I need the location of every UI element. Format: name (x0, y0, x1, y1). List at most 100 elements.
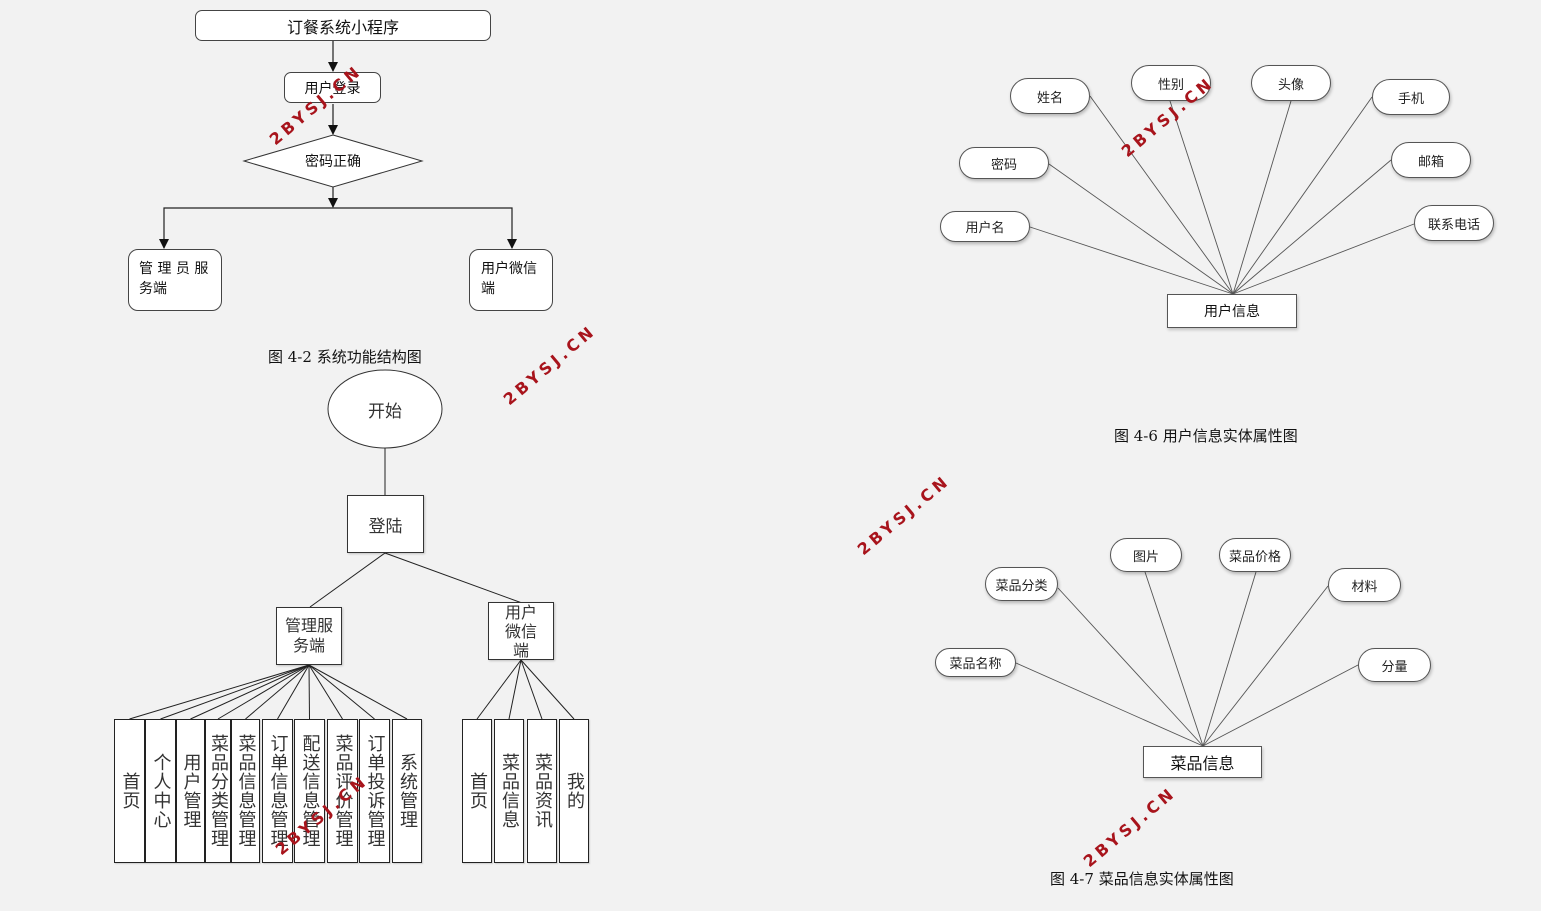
admin-module-label: 菜品分类管理 (208, 734, 229, 848)
user-module-3: 我的 (559, 719, 589, 863)
admin-module-label: 订单投诉管理 (364, 734, 386, 848)
user-er-line-0 (1089, 95, 1234, 295)
dish-er-line-4 (1015, 662, 1204, 747)
user-label-line2: 端 (481, 281, 495, 297)
user-attribute-label: 头像 (1277, 77, 1304, 93)
user-login-node: 用户登录 (284, 72, 381, 103)
dish-entity-node: 菜品信息 (1143, 746, 1262, 778)
admin-node-line2: 务端 (292, 636, 325, 655)
decision-label: 密码正确 (305, 154, 361, 170)
fan-line-admin-8 (308, 664, 375, 720)
fan-line-admin-9 (308, 664, 408, 720)
user-module-1: 菜品信息 (494, 719, 524, 863)
figure-caption-4-6: 图 4-6 用户信息实体属性图 (1114, 427, 1298, 445)
user-attribute-label: 用户名 (965, 221, 1005, 236)
user-entity-lines (1029, 95, 1415, 295)
admin-module-label: 配送信息管理 (299, 734, 321, 848)
user-node: 用户 微信 端 (488, 602, 554, 660)
decision-diamond (242, 134, 424, 188)
user-node-line2: 微信 (504, 621, 537, 641)
fan-line-admin-2 (190, 664, 310, 720)
dish-attribute-4: 菜品名称 (935, 648, 1016, 677)
dish-attribute-2: 菜品分类 (985, 567, 1058, 601)
user-fan-lines (476, 659, 575, 720)
user-attribute-5: 邮箱 (1391, 142, 1471, 178)
mini-program-label: 订餐系统小程序 (286, 17, 399, 37)
fan-line-user-0 (476, 659, 522, 720)
dish-er-line-5 (1202, 664, 1359, 747)
admin-module-label: 系统管理 (397, 753, 418, 829)
fan-line-admin-5 (277, 664, 310, 720)
arrow-to-user (333, 207, 517, 249)
dish-er-line-3 (1202, 585, 1329, 747)
user-er-line-7 (1232, 223, 1415, 295)
line-login-admin (309, 552, 386, 608)
login-node: 登陆 (347, 495, 424, 553)
user-entity-node: 用户信息 (1167, 294, 1297, 328)
user-attribute-6: 用户名 (940, 211, 1030, 242)
user-attribute-label: 密码 (990, 157, 1017, 173)
user-wechat-node: 用户微信 端 (469, 249, 553, 311)
admin-module-label: 菜品信息管理 (235, 734, 257, 848)
dish-attribute-0: 图片 (1110, 538, 1182, 572)
fan-line-user-1 (508, 659, 522, 720)
admin-module-7: 菜品评价管理 (327, 719, 358, 863)
admin-service-node: 管 理 员 服 务端 (128, 249, 222, 311)
figure-caption-4-7: 图 4-7 菜品信息实体属性图 (1050, 870, 1234, 888)
user-node-line1: 用户 (504, 602, 537, 622)
dish-attribute-label: 图片 (1132, 549, 1159, 565)
figure-caption-4-2: 图 4-2 系统功能结构图 (268, 348, 422, 366)
admin-label-line2: 务端 (139, 281, 167, 297)
admin-module-label: 首页 (119, 772, 141, 810)
login-label: 登陆 (368, 516, 403, 537)
admin-module-label: 用户管理 (180, 753, 202, 829)
user-node-line3: 端 (512, 640, 529, 660)
dish-attribute-label: 菜品分类 (995, 578, 1048, 594)
dish-attribute-label: 菜品名称 (949, 657, 1002, 672)
fan-line-admin-0 (129, 664, 310, 720)
admin-fan-lines (129, 664, 408, 720)
dish-attribute-1: 菜品价格 (1219, 538, 1291, 572)
user-attribute-0: 姓名 (1010, 78, 1090, 114)
dish-entity-lines (1015, 571, 1359, 747)
user-attribute-label: 性别 (1157, 77, 1184, 93)
start-label-box: 开始 (330, 395, 440, 423)
flowchart-arrows (159, 41, 517, 249)
dish-entity-label: 菜品信息 (1170, 754, 1235, 773)
start-label: 开始 (368, 401, 402, 422)
fan-line-admin-6 (308, 664, 310, 720)
admin-node: 管理服 务端 (276, 607, 342, 665)
user-attribute-7: 联系电话 (1414, 205, 1494, 241)
user-module-label: 我的 (564, 772, 585, 810)
admin-module-9: 系统管理 (392, 719, 422, 863)
fan-line-admin-4 (245, 664, 310, 720)
fan-line-admin-3 (217, 664, 310, 720)
admin-module-label: 个人中心 (150, 753, 172, 829)
user-login-label: 用户登录 (304, 80, 361, 97)
user-attribute-label: 邮箱 (1417, 154, 1444, 170)
dish-attribute-3: 材料 (1328, 568, 1401, 602)
dish-er-line-0 (1144, 571, 1204, 747)
user-attribute-3: 手机 (1372, 79, 1450, 115)
admin-module-8: 订单投诉管理 (359, 719, 390, 863)
user-er-line-6 (1029, 226, 1234, 295)
arrow-to-admin (159, 207, 333, 249)
admin-label-line1: 管 理 员 服 (139, 261, 209, 277)
fan-line-user-3 (520, 659, 575, 720)
user-module-label: 菜品信息 (499, 753, 520, 829)
start-ellipse (327, 369, 443, 449)
admin-module-3: 菜品分类管理 (205, 719, 231, 863)
user-module-0: 首页 (462, 719, 492, 863)
structure-lines (309, 448, 523, 608)
dish-attribute-label: 分量 (1381, 659, 1408, 675)
fan-line-admin-7 (308, 664, 343, 720)
line-login-user (384, 552, 523, 604)
user-module-2: 菜品资讯 (527, 719, 557, 863)
mini-program-node: 订餐系统小程序 (195, 10, 491, 41)
admin-module-1: 个人中心 (145, 719, 176, 863)
admin-module-0: 首页 (114, 719, 145, 863)
dish-attribute-label: 材料 (1351, 579, 1378, 595)
user-attribute-label: 姓名 (1036, 90, 1063, 106)
decision-label-box: 密码正确 (274, 148, 392, 174)
